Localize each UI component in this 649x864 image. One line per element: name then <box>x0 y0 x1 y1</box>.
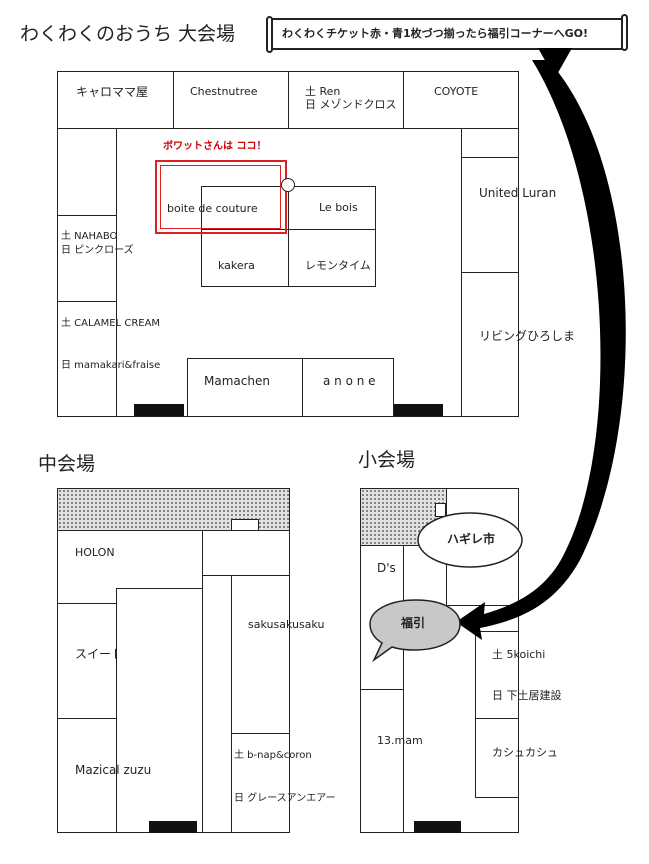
booth-bnap-grace <box>231 733 290 833</box>
booth-label: 日 メゾンドクロス <box>305 98 397 111</box>
circle-marker-icon <box>281 178 295 192</box>
booth-nahabo-pinkrose: 土 NAHABO 日 ピンクローズ <box>57 215 134 302</box>
booth-label: 土 Ren <box>305 85 341 98</box>
banner-text: わくわくチケット赤・青1枚づつ揃ったら福引コーナーへGO! <box>282 27 589 40</box>
booth-label: 日 mamakari&fraise <box>61 360 161 371</box>
booth-label: Mamachen <box>204 374 270 388</box>
main-hall-title: わくわくのおうち 大会場 <box>20 23 236 45</box>
booth-label: 土 CALAMEL CREAM <box>61 318 161 329</box>
booth-label: Mazical zuzu <box>75 763 152 777</box>
fukubiki-label: 福引 <box>401 616 426 630</box>
booth-label: リビングひろしま <box>479 329 576 343</box>
booth-label: 土 5koichi <box>492 648 546 661</box>
booth-united-luran: United Luran <box>461 157 556 273</box>
booth-label: COYOTE <box>434 85 479 98</box>
booth-sweet-house <box>57 603 117 719</box>
entrance-door <box>149 821 197 833</box>
booth-kyaromama: キャロママ屋 <box>57 71 174 129</box>
booth-le-bois: Le bois <box>288 186 376 230</box>
fukubiki-speech-bubble <box>369 599 461 663</box>
booth-label: 日 下土居建設 <box>492 689 562 702</box>
booth-label: boite de couture <box>167 202 258 215</box>
small-hall-title: 小会場 <box>358 449 416 471</box>
booth-label: D's <box>377 561 396 575</box>
booth-label: カシュカシュ <box>492 746 558 759</box>
hagire-label: ハギレ市 <box>447 532 496 546</box>
counter-box <box>435 503 446 517</box>
booth-label: 土 b-nap&coron <box>234 750 312 761</box>
booth-mamachen: Mamachen <box>187 358 303 417</box>
booth-5koichi-shimodoi <box>475 631 519 719</box>
hagire-bubble <box>417 512 523 568</box>
booth-label: Chestnutree <box>190 85 258 98</box>
booth-coyote: COYOTE <box>403 71 519 129</box>
booth-label: 日 グレースアンエアー <box>234 793 336 804</box>
entrance-door <box>414 821 461 833</box>
booth-13mam <box>360 689 404 833</box>
booth-lemon-time: レモンタイム <box>288 229 376 287</box>
booth-anone: a n o n e <box>302 358 394 417</box>
entrance-door <box>394 404 443 416</box>
booth-label: sakusakusaku <box>248 618 325 631</box>
booth-living-hiroshima: リビングひろしま <box>461 272 575 417</box>
booth-label: キャロママ屋 <box>76 85 149 99</box>
booth-label: Le bois <box>319 201 358 214</box>
right-empty-booth <box>461 128 519 158</box>
booth-cachucachu <box>475 718 519 798</box>
booth-label: 13.mam <box>377 734 423 747</box>
fukubiki-banner: わくわくチケット赤・青1枚づつ揃ったら福引コーナーへGO! <box>270 18 626 50</box>
booth-label: kakera <box>218 259 255 272</box>
middle-hall-title: 中会場 <box>38 453 96 475</box>
booth-label: レモンタイム <box>305 259 371 272</box>
booth-label: HOLON <box>75 546 115 559</box>
booth-label: 日 ピンクローズ <box>61 245 134 256</box>
booth-label: United Luran <box>479 186 557 200</box>
booth-mazical-zuzu <box>57 718 117 833</box>
banner-left-roll <box>266 16 273 53</box>
left-empty-booth <box>57 128 117 216</box>
booth-label: 土 NAHABO <box>61 231 118 242</box>
booth-label: a n o n e <box>323 374 376 388</box>
booth-ren-maison: 土 Ren 日 メゾンドクロス <box>288 71 404 129</box>
middle-aisle-block <box>116 588 203 833</box>
highlight-note: ボワットさんは ココ！ <box>163 141 267 152</box>
banner-right-roll <box>621 14 628 51</box>
boite-highlight-inner <box>160 165 281 229</box>
booth-chestnutree: Chestnutree <box>173 71 289 129</box>
entrance-door <box>134 404 184 416</box>
boite-highlight-outer <box>155 160 287 234</box>
booth-kakera: kakera <box>201 229 289 287</box>
booth-calamel-mamakari: 土 CALAMEL CREAM 日 mamakari&fraise <box>57 301 160 417</box>
booth-sakusakusaku <box>231 575 290 734</box>
arrow-tail-icon <box>538 48 572 78</box>
